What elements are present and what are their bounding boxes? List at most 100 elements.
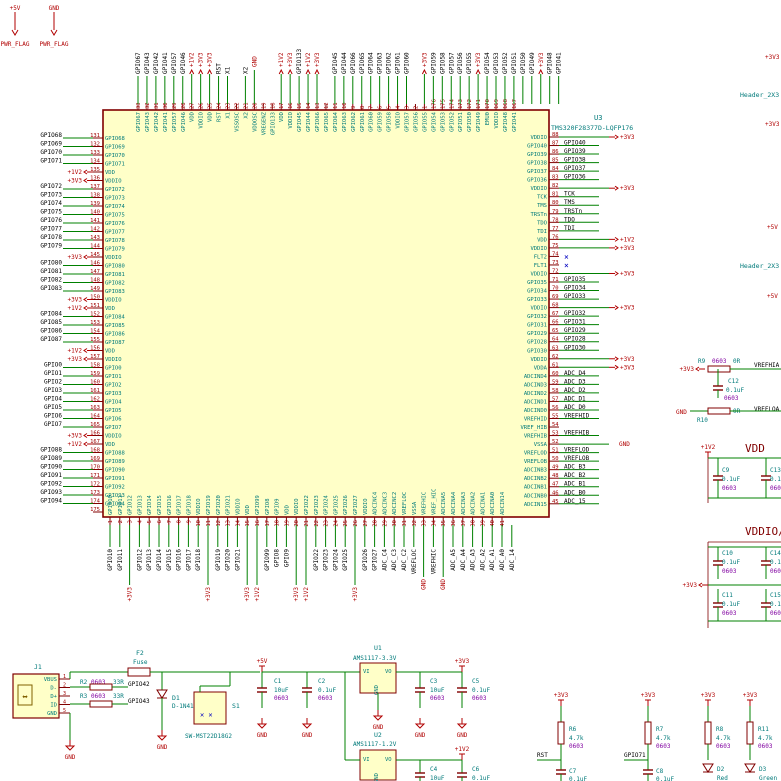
usb-icon bbox=[17, 684, 33, 706]
power-label: +3V3 bbox=[68, 433, 83, 440]
vddio-cap-ref: C10 bbox=[722, 550, 733, 557]
u3-bottom-net: ADC_A0 bbox=[499, 549, 506, 571]
u3-pin-number: 174 bbox=[449, 98, 455, 109]
power-label: +3V3 bbox=[620, 364, 635, 371]
u3-right-net: GPIO36 bbox=[564, 174, 586, 181]
r3-net: GPIO43 bbox=[128, 698, 150, 705]
r6-cap-value: 0.1uF bbox=[569, 776, 587, 781]
u3-left-net: GPIO81 bbox=[40, 268, 62, 275]
u3-top-net: GPIO53 bbox=[493, 52, 500, 74]
u3-top-net: GPIO66 bbox=[350, 52, 357, 74]
power-arrow bbox=[287, 68, 293, 75]
u3-top-net: GPIO41 bbox=[556, 52, 563, 74]
u3-pin-name: VREFHID bbox=[524, 416, 547, 422]
u3-pin-name: GPIO88 bbox=[105, 451, 125, 457]
u3-left-net: GPIO2 bbox=[44, 379, 62, 386]
u3-pin-number: 154 bbox=[90, 329, 101, 335]
u3-bottom-power: +3V3 bbox=[244, 587, 251, 602]
u3-right-net: GPIO32 bbox=[564, 310, 586, 317]
u3-left-net: GPIO94 bbox=[40, 498, 62, 505]
u3-pin-name: GPIO31 bbox=[527, 323, 547, 329]
u3-pin-number: 77 bbox=[552, 226, 559, 232]
u3-pin-number: 3 bbox=[128, 520, 134, 523]
r8-value: 4.7k bbox=[716, 735, 731, 742]
u3-pin-name: GPIO92 bbox=[105, 485, 125, 491]
power-label: +3V3 bbox=[620, 134, 635, 141]
power-flag-net: +5V bbox=[10, 5, 21, 12]
u3-left-net: GPIO89 bbox=[40, 455, 62, 462]
u3-pin-number: 23 bbox=[324, 520, 330, 527]
u3-bottom-net: GPIO10 bbox=[107, 549, 114, 571]
gnd-label: GND bbox=[65, 754, 76, 761]
u3-pin-name: GPIO0 bbox=[105, 366, 122, 372]
c4 bbox=[415, 760, 425, 781]
u3-pin-name: VDD bbox=[279, 112, 285, 122]
u3-pin-number: 71 bbox=[552, 277, 559, 283]
r11-value: 4.7k bbox=[758, 735, 773, 742]
u3-pin-name: RST bbox=[217, 111, 223, 122]
u3-pin-number: 139 bbox=[90, 201, 100, 207]
u2-ref: U2 bbox=[374, 731, 382, 739]
u3-pin-name: GPIO2 bbox=[105, 383, 122, 389]
u3-pin-number: 13 bbox=[315, 102, 321, 109]
u3-pin-name: VDDIO bbox=[363, 498, 369, 515]
u3-top-net: GPIO67 bbox=[135, 52, 142, 74]
u3-left-power: +1V2 bbox=[68, 348, 93, 355]
u3-bottom-net: GPIO25 bbox=[342, 549, 349, 571]
u3-pin-name: GPIO36 bbox=[527, 178, 547, 184]
u3-right-net: TCK bbox=[564, 191, 575, 198]
power-label: +1V2 bbox=[254, 587, 261, 602]
u3-bottom-net: GPIO23 bbox=[323, 549, 330, 571]
resistor-body bbox=[89, 700, 113, 708]
u3-pin-name: ADCIN15 bbox=[524, 502, 547, 508]
power-label: +3V3 bbox=[207, 52, 214, 67]
power-symbol: +3V3 bbox=[455, 658, 470, 672]
u2-vo: VO bbox=[385, 757, 392, 763]
vddio-cap-fp: 0603 bbox=[770, 610, 781, 617]
u3-pin-name: VREFHIB bbox=[524, 434, 548, 440]
u3-pin-name: GPIO99 bbox=[255, 495, 261, 515]
u3-pin-name: VDDIO bbox=[396, 112, 402, 129]
u3-bottom-gnd: GND bbox=[421, 579, 428, 590]
u3-pin-number: 8 bbox=[177, 520, 183, 523]
u3-pin-number: 60 bbox=[552, 371, 559, 377]
u3-pin-name: GPIO61 bbox=[360, 112, 366, 132]
r6-cap bbox=[556, 760, 566, 781]
u3-top-net: GPIO54 bbox=[484, 52, 491, 74]
u3-pin-number: 50 bbox=[552, 456, 559, 462]
u3-left-net: GPIO91 bbox=[40, 472, 62, 479]
c3-ref: C3 bbox=[430, 678, 438, 685]
u3-pin-number: 41 bbox=[500, 520, 506, 527]
j1-pin-name: VBUS bbox=[44, 677, 57, 683]
u3-pin-number: 18 bbox=[270, 102, 276, 109]
f2-body bbox=[127, 667, 151, 677]
u3-right-net: GPIO37 bbox=[564, 165, 586, 172]
power-label: +1V2 bbox=[620, 236, 635, 243]
resistor-body bbox=[707, 407, 731, 415]
power-label: +3V3 bbox=[352, 587, 359, 602]
u3-pin-name: GPIO56 bbox=[413, 112, 419, 132]
u3-pin-number: 3 bbox=[405, 106, 411, 109]
gnd-triangle bbox=[256, 723, 268, 729]
u3-right-net: TMS bbox=[564, 199, 575, 206]
c12-fp: 0603 bbox=[724, 395, 739, 402]
u3-right-net: GPIO35 bbox=[564, 276, 586, 283]
c5-fp: 0603 bbox=[472, 695, 487, 702]
d1-ref: D1 bbox=[172, 694, 180, 702]
u3-pin-name: GPIO82 bbox=[105, 281, 125, 287]
u3-pin-name: GPIO41 bbox=[163, 112, 169, 132]
r9-value: 0R bbox=[733, 358, 741, 365]
u3-pin-number: 20 bbox=[294, 520, 300, 527]
u3-bottom-net: GPIO20 bbox=[225, 549, 232, 571]
u3-bottom-net: GPIO19 bbox=[215, 549, 222, 571]
u3-pin-name: GPIO87 bbox=[105, 340, 125, 346]
power-label: +3V3 bbox=[475, 52, 482, 67]
u3-pin-number: 39 bbox=[480, 520, 486, 527]
r10-body bbox=[707, 407, 731, 415]
c3 bbox=[415, 672, 425, 708]
power-arrow bbox=[614, 364, 619, 370]
u3-pin-number: 78 bbox=[552, 217, 559, 223]
u3-pin-number: 148 bbox=[90, 278, 100, 284]
u3-pin-name: GPIO16 bbox=[167, 495, 173, 515]
u3-pin-number: 149 bbox=[90, 286, 100, 292]
